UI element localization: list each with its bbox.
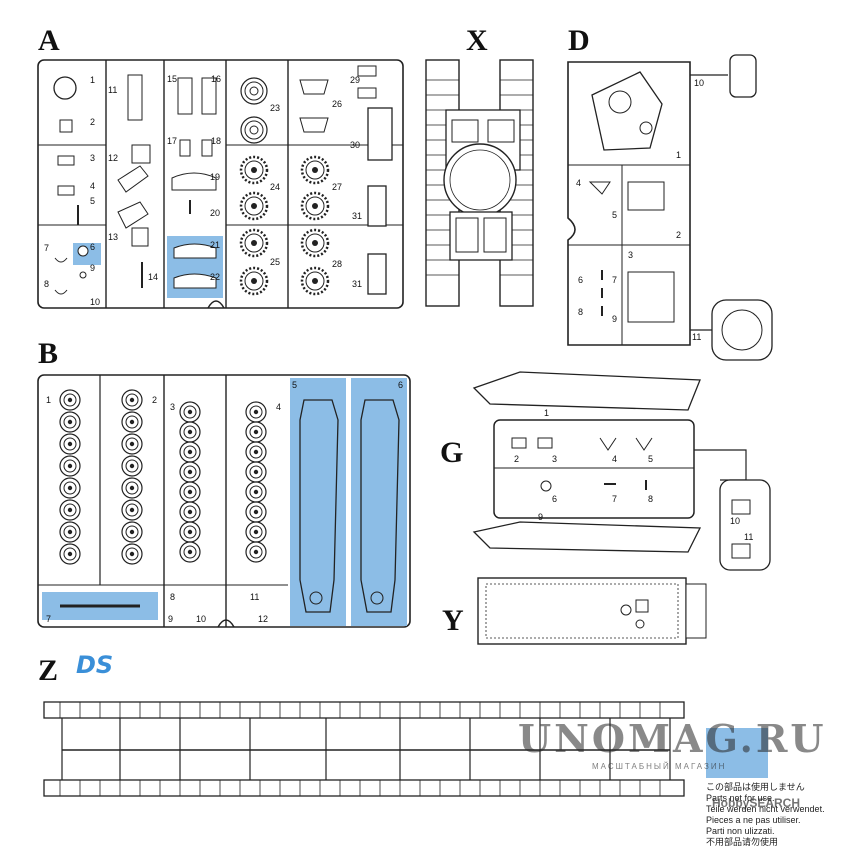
ds-logo: DS bbox=[76, 651, 114, 679]
part-number: 2 bbox=[90, 117, 95, 127]
unused-part-b5 bbox=[290, 378, 346, 626]
part-number: 13 bbox=[108, 232, 118, 242]
part-number: 5 bbox=[292, 380, 297, 390]
legend-line-en: Parts not for use. bbox=[706, 793, 775, 803]
part-number: 10 bbox=[90, 297, 100, 307]
part-number: 7 bbox=[612, 275, 617, 285]
part-number: 8 bbox=[648, 494, 653, 504]
part-number: 28 bbox=[332, 259, 342, 269]
sprue-y-letter: Y bbox=[442, 604, 464, 637]
part-number: 7 bbox=[44, 243, 49, 253]
unused-color-swatch bbox=[706, 728, 768, 778]
part-number: 10 bbox=[694, 78, 704, 88]
part-number: 5 bbox=[90, 196, 95, 206]
part-number: 2 bbox=[676, 230, 681, 240]
part-number: 20 bbox=[210, 208, 220, 218]
parts-sheet: A bbox=[37, 24, 773, 797]
sprue-b-letter: B bbox=[38, 337, 58, 370]
part-number: 12 bbox=[258, 614, 268, 624]
legend-line-it: Parti non ulizzati. bbox=[706, 826, 775, 836]
watermark-main: UNOMAG.RU bbox=[518, 716, 827, 761]
legend-line-de: Teile werden nicht verwendet. bbox=[706, 804, 825, 814]
part-number: 8 bbox=[578, 307, 583, 317]
watermark-badge: HobbySEARCH bbox=[712, 796, 801, 810]
part-number: 9 bbox=[538, 512, 543, 522]
sprue-d: D 1 2 3 4 5 6 7 8 9 10 11 bbox=[567, 24, 773, 361]
sprue-z-letter: Z bbox=[38, 654, 58, 687]
sprue-z: Z bbox=[38, 654, 685, 797]
sprue-b: B 1 2 3 bbox=[37, 337, 411, 628]
part-number: 8 bbox=[170, 592, 175, 602]
part-number: 8 bbox=[44, 279, 49, 289]
legend-line-jp: この部品は使用しません bbox=[706, 782, 805, 792]
part-number: 14 bbox=[148, 272, 158, 282]
part-number: 6 bbox=[552, 494, 557, 504]
part-number: 4 bbox=[576, 178, 581, 188]
part-number: 3 bbox=[170, 402, 175, 412]
part-number: 31 bbox=[352, 279, 362, 289]
part-number: 17 bbox=[167, 136, 177, 146]
part-number: 1 bbox=[544, 408, 549, 418]
sprue-d-letter: D bbox=[568, 24, 590, 57]
part-number: 9 bbox=[612, 314, 617, 324]
part-number: 3 bbox=[552, 454, 557, 464]
part-number: 23 bbox=[270, 103, 280, 113]
part-number: 27 bbox=[332, 182, 342, 192]
part-number: 3 bbox=[628, 250, 633, 260]
sprue-x-letter: X bbox=[466, 24, 488, 57]
part-number: 1 bbox=[46, 395, 51, 405]
part-number: 2 bbox=[514, 454, 519, 464]
legend-line-cn: 不用部品请勿使用 bbox=[706, 837, 779, 847]
part-number: 7 bbox=[612, 494, 617, 504]
part-number: 26 bbox=[332, 99, 342, 109]
part-number: 2 bbox=[152, 395, 157, 405]
part-number: 6 bbox=[398, 380, 403, 390]
sprue-x: X bbox=[425, 24, 534, 307]
part-number: 15 bbox=[167, 74, 177, 84]
watermark-sub: МАСШТАБНЫЙ МАГАЗИН bbox=[592, 762, 727, 771]
sprue-a-letter: A bbox=[38, 24, 60, 57]
part-number: 22 bbox=[210, 272, 220, 282]
sprue-g: G 1 2 3 4 5 6 7 8 9 10 11 bbox=[440, 371, 771, 571]
part-number: 5 bbox=[612, 210, 617, 220]
part-number: 6 bbox=[578, 275, 583, 285]
part-number: 9 bbox=[168, 614, 173, 624]
part-number: 1 bbox=[90, 75, 95, 85]
part-number: 31 bbox=[352, 211, 362, 221]
part-number: 25 bbox=[270, 257, 280, 267]
part-number: 11 bbox=[108, 85, 117, 95]
part-number: 6 bbox=[90, 242, 95, 252]
part-number: 24 bbox=[270, 182, 280, 192]
part-number: 1 bbox=[676, 150, 681, 160]
sprue-g-letter: G bbox=[440, 436, 463, 469]
part-number: 5 bbox=[648, 454, 653, 464]
part-number: 7 bbox=[46, 614, 51, 624]
legend-line-fr: Pieces a ne pas utiliser. bbox=[706, 815, 801, 825]
part-number: 3 bbox=[90, 153, 95, 163]
part-number: 4 bbox=[90, 181, 95, 191]
part-number: 4 bbox=[276, 402, 281, 412]
part-number: 10 bbox=[730, 516, 740, 526]
sprue-y: Y bbox=[442, 577, 707, 645]
part-number: 30 bbox=[350, 140, 360, 150]
part-number: 19 bbox=[210, 172, 220, 182]
part-number: 29 bbox=[350, 75, 360, 85]
part-number: 12 bbox=[108, 153, 118, 163]
part-number: 11 bbox=[250, 592, 259, 602]
unused-part-b6 bbox=[351, 378, 407, 626]
part-number: 11 bbox=[692, 332, 701, 342]
part-number: 18 bbox=[211, 136, 221, 146]
part-number: 11 bbox=[744, 532, 753, 542]
part-number: 21 bbox=[210, 240, 220, 250]
part-number: 9 bbox=[90, 263, 95, 273]
part-number: 4 bbox=[612, 454, 617, 464]
sprue-a: A bbox=[37, 24, 404, 309]
part-number: 16 bbox=[211, 74, 221, 84]
part-number: 10 bbox=[196, 614, 206, 624]
